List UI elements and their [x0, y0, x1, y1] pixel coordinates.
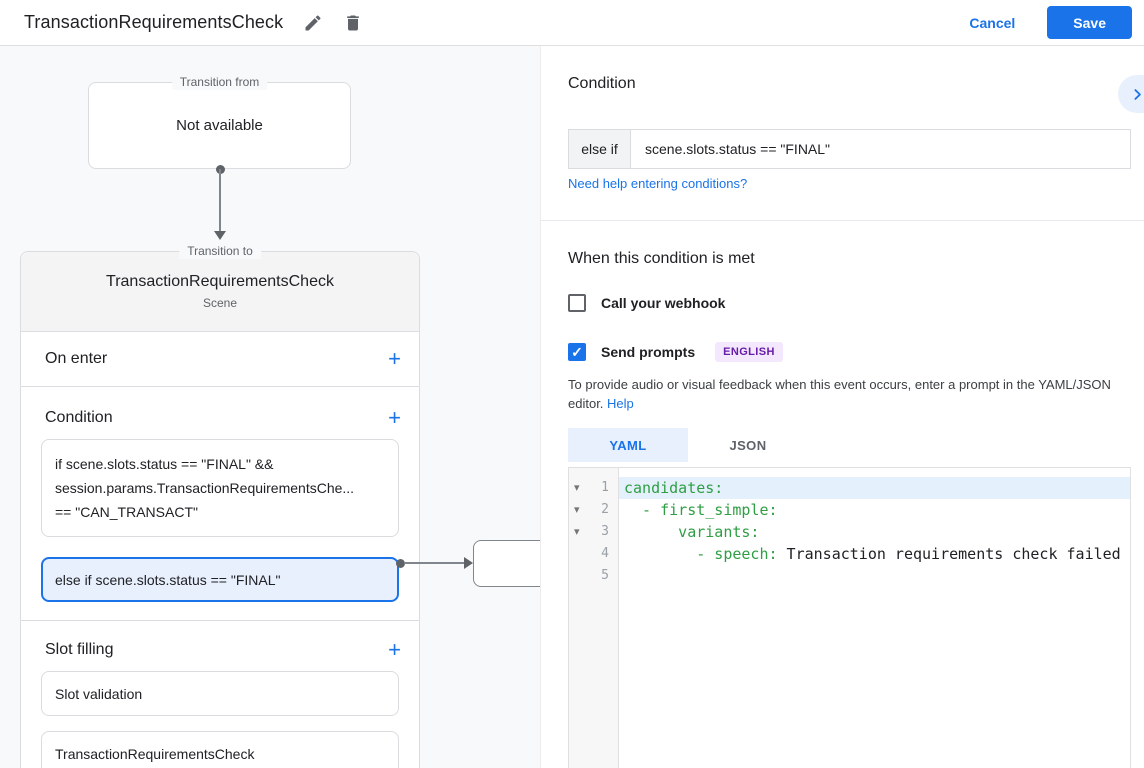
delete-scene-button[interactable]: [343, 13, 363, 33]
editor-gutter: ▾ 1: [569, 477, 619, 499]
condition-item-line: session.params.TransactionRequirementsCh…: [55, 480, 355, 496]
transition-to-legend: Transition to: [179, 244, 261, 259]
slot-item-text: Slot validation: [55, 685, 143, 702]
slot-filling-section: Slot filling + Slot validation Transacti…: [21, 621, 419, 768]
code-key: - speech:: [624, 545, 778, 563]
on-enter-label: On enter: [45, 350, 108, 367]
condition-section: Condition + if scene.slots.status == "FI…: [21, 387, 419, 621]
tab-yaml[interactable]: YAML: [568, 428, 688, 462]
condition-expression-row: else if scene.slots.status == "FINAL": [568, 129, 1131, 169]
editor-gutter: 5: [569, 565, 619, 587]
editor-row-filler: [569, 587, 1130, 768]
panel-title: Condition: [568, 75, 636, 92]
webhook-label: Call your webhook: [601, 295, 726, 311]
scene-card: Transition to TransactionRequirementsChe…: [20, 244, 420, 768]
condition-prefix-label: else if: [569, 130, 631, 168]
pencil-icon: [303, 13, 323, 33]
connector-line-horizontal: [404, 562, 464, 564]
transition-from-content: Not available: [176, 117, 263, 134]
condition-item-if[interactable]: if scene.slots.status == "FINAL" && sess…: [41, 439, 399, 537]
cancel-button[interactable]: Cancel: [969, 14, 1016, 31]
scene-graph-canvas: Transition from Not available Transition…: [0, 46, 540, 768]
condition-item-line: == "CAN_TRANSACT": [55, 504, 198, 520]
code-key: candidates:: [624, 479, 724, 497]
condition-detail-panel: Condition else if scene.slots.status == …: [540, 46, 1144, 768]
condition-item-else-if-selected[interactable]: else if scene.slots.status == "FINAL": [41, 557, 399, 602]
condition-item-text: else if scene.slots.status == "FINAL": [55, 571, 281, 588]
editor-line-5[interactable]: 5: [569, 565, 1130, 587]
scene-card-subtitle: Scene: [202, 296, 238, 310]
panel-divider: [541, 220, 1144, 221]
scene-card-title: TransactionRequirementsCheck: [106, 273, 334, 290]
chevron-right-icon: [1129, 86, 1144, 103]
arrow-down-icon: [214, 231, 226, 240]
edit-title-button[interactable]: [303, 13, 323, 33]
fold-arrow-icon[interactable]: ▾: [574, 526, 580, 538]
tab-json[interactable]: JSON: [729, 437, 767, 453]
fold-arrow-icon[interactable]: ▾: [574, 504, 580, 516]
top-bar: TransactionRequirementsCheck Cancel Save: [0, 0, 1144, 46]
call-webhook-row: Call your webhook: [568, 294, 725, 312]
condition-expression-input[interactable]: scene.slots.status == "FINAL": [645, 141, 831, 157]
editor-row-spacer: [569, 468, 1130, 477]
connector-dot: [395, 558, 405, 568]
line-number: 4: [601, 546, 609, 561]
transition-from-legend: Transition from: [171, 75, 268, 90]
editor-gutter: 4: [569, 543, 619, 565]
line-number: 3: [601, 524, 609, 539]
code-key: variants:: [624, 523, 760, 541]
scene-card-header[interactable]: TransactionRequirementsCheck Scene: [21, 252, 419, 332]
slot-item-text: TransactionRequirementsCheck: [55, 745, 255, 762]
editor-line-3[interactable]: ▾ 3 variants:: [569, 521, 1130, 543]
transition-target-box[interactable]: [473, 540, 540, 587]
condition-item-line: if scene.slots.status == "FINAL" &&: [55, 456, 274, 472]
prompts-description-text: To provide audio or visual feedback when…: [568, 377, 1111, 411]
arrow-right-icon: [464, 557, 473, 569]
slot-filling-label: Slot filling: [45, 641, 114, 658]
send-prompts-checkbox[interactable]: ✓: [568, 343, 586, 361]
send-prompts-row: ✓ Send prompts ENGLISH: [568, 342, 783, 362]
slot-item-transaction-check[interactable]: TransactionRequirementsCheck: [41, 731, 399, 768]
prompts-description: To provide audio or visual feedback when…: [568, 375, 1136, 413]
editor-gutter: ▾ 2: [569, 499, 619, 521]
transition-from-box[interactable]: Transition from Not available: [88, 75, 351, 169]
trash-icon: [343, 13, 363, 33]
prompts-help-link[interactable]: Help: [607, 396, 634, 411]
code-key: - first_simple:: [624, 501, 778, 519]
line-number: 1: [601, 480, 609, 495]
line-number: 5: [601, 568, 609, 583]
editor-line-1[interactable]: ▾ 1 candidates:: [569, 477, 1130, 499]
webhook-checkbox[interactable]: [568, 294, 586, 312]
add-condition-button[interactable]: +: [388, 405, 401, 430]
collapse-panel-button[interactable]: [1118, 75, 1144, 113]
send-prompts-label: Send prompts: [601, 344, 696, 360]
yaml-code-editor[interactable]: ▾ 1 candidates: ▾ 2 - first_simple: ▾ 3 …: [568, 467, 1131, 768]
language-badge: ENGLISH: [715, 342, 783, 362]
editor-gutter: ▾ 3: [569, 521, 619, 543]
fold-arrow-icon[interactable]: ▾: [574, 482, 580, 494]
line-number: 2: [601, 502, 609, 517]
code-value: Transaction requirements check failed: [777, 545, 1121, 563]
add-on-enter-button[interactable]: +: [388, 346, 401, 371]
slot-item-validation[interactable]: Slot validation: [41, 671, 399, 716]
editor-line-4[interactable]: 4 - speech: Transaction requirements che…: [569, 543, 1130, 565]
editor-tabs: YAML JSON: [568, 428, 808, 462]
editor-line-2[interactable]: ▾ 2 - first_simple:: [569, 499, 1130, 521]
save-button[interactable]: Save: [1047, 6, 1132, 39]
connector-line-vertical: [219, 169, 221, 231]
check-icon: ✓: [571, 344, 583, 360]
when-condition-met-heading: When this condition is met: [568, 250, 755, 267]
page-title: TransactionRequirementsCheck: [24, 12, 284, 32]
conditions-help-link[interactable]: Need help entering conditions?: [568, 176, 748, 191]
condition-section-label: Condition: [45, 409, 113, 426]
on-enter-section: On enter +: [21, 332, 419, 387]
add-slot-button[interactable]: +: [388, 637, 401, 662]
